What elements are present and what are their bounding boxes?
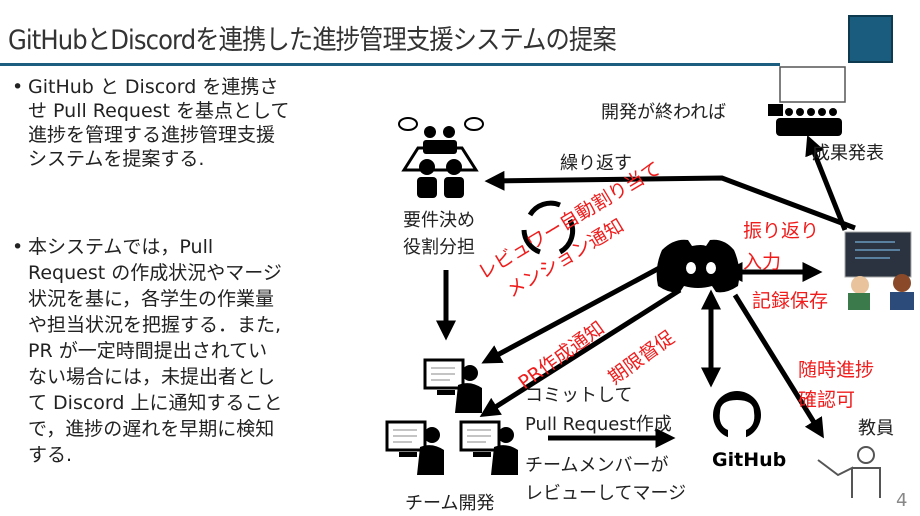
teacher-arrow [732, 293, 824, 439]
review-line: レビューしてマージ [525, 483, 687, 504]
dev-done-label: 開発が終われば [601, 102, 727, 123]
bullet-dot: • [12, 236, 24, 258]
bullet-line: 本システムでは，Pull [28, 236, 214, 258]
developers-image [844, 231, 914, 310]
bullet-line: PR が一定時間提出されてい [28, 340, 268, 362]
progress-check-line: 確認可 [798, 389, 856, 411]
bullet-line: する. [28, 444, 73, 466]
requirements-line: 役割分担 [403, 237, 475, 258]
presentation-label: 成果発表 [812, 143, 884, 164]
developer-icon [385, 420, 446, 477]
title-underline [0, 63, 780, 66]
review-label: チームメンバーが レビューしてマージ [525, 452, 686, 508]
commit-line: コミットして [525, 385, 633, 406]
bullet-2: • 本システムでは，Pull Request の作成状況やマージ 状況を基に，各… [12, 234, 283, 468]
reflection-label: 振り返り 入力 [743, 216, 819, 278]
review-line: チームメンバーが [525, 455, 669, 476]
reflection-line: 振り返り [743, 220, 820, 242]
requirements-line: 要件決め [403, 210, 475, 231]
requirements-label: 要件決め 役割分担 [403, 207, 475, 261]
progress-check-label: 随時進捗 確認可 [798, 355, 874, 415]
repeat-label: 繰り返す [560, 153, 632, 174]
discord-logo-icon [656, 239, 740, 293]
developer-icon [459, 420, 520, 477]
bullet-line: や担当状況を把握する．また, [28, 314, 282, 336]
bullet-line: Request の作成状況やマージ [28, 262, 282, 284]
bullet-line: システムを提案する. [28, 148, 205, 170]
bullet-line: ない場合には，未提出者とし [28, 366, 276, 388]
developer-icon [423, 358, 482, 413]
accent-square [848, 15, 893, 63]
bullet-dot: • [12, 76, 24, 98]
meeting-icon [398, 117, 484, 198]
commit-label: コミットして Pull Request作成 [525, 381, 672, 439]
teacher-label: 教員 [858, 418, 894, 439]
bullet-line: 進捗を管理する進捗管理支援 [28, 124, 276, 146]
reflection-line: 入力 [743, 251, 782, 273]
deadline-arrow [479, 287, 682, 418]
bullet-line: せ Pull Request を基点として [28, 100, 290, 122]
page-number: 4 [896, 490, 908, 511]
bullet-line: 状況を基に，各学生の作業量 [28, 288, 275, 310]
team-dev-label: チーム開発 [405, 493, 495, 514]
commit-line: Pull Request作成 [525, 414, 672, 435]
presentation-arrow [805, 135, 848, 231]
teacher-icon [817, 446, 881, 498]
presentation-icon [768, 66, 846, 136]
bullet-line: GitHub と Discord を連携さ [28, 76, 279, 98]
bullet-line: で，進捗の遅れを早期に検知 [28, 418, 275, 440]
slide-title: GitHubとDiscordを連携した進捗管理支援システムの提案 [8, 25, 617, 56]
progress-check-line: 随時進捗 [798, 359, 875, 381]
github-logo-text: GitHub [712, 449, 787, 471]
reviewer-arrow [481, 262, 667, 364]
repeat-arrow [484, 170, 856, 231]
record-label: 記録保存 [752, 290, 829, 312]
bullet-1: • GitHub と Discord を連携さ せ Pull Request を… [12, 75, 290, 171]
cycle-icon [521, 200, 576, 255]
github-logo-icon [713, 391, 761, 440]
bullet-line: て Discord 上に通知すること [28, 392, 283, 414]
